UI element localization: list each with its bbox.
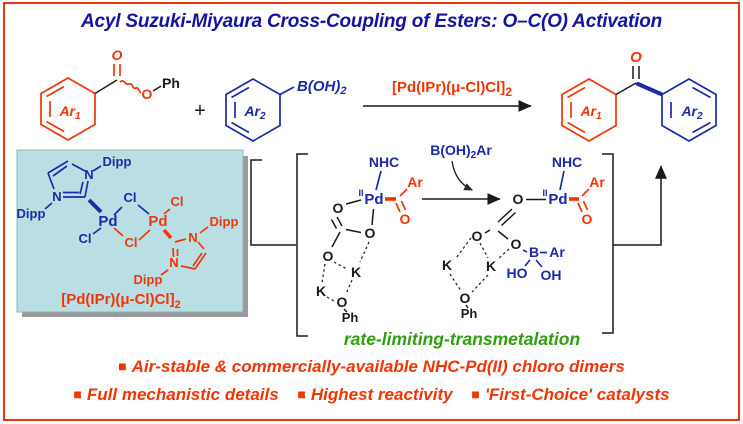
- o-atom: O: [460, 290, 471, 306]
- bullet-line-1: ■Air-stable & commercially-available NHC…: [0, 357, 743, 377]
- k-atom: K: [442, 257, 452, 273]
- ar-label: Ar: [407, 174, 423, 190]
- ar-label: Ar: [589, 174, 605, 190]
- ho-label: HO: [507, 265, 528, 281]
- oh-label: OH: [541, 267, 562, 283]
- bullet-marker: ■: [471, 386, 480, 402]
- o-atom: O: [400, 211, 411, 227]
- pd-chloride-core: Pd Cl Cl Cl Pd Cl: [79, 190, 184, 250]
- catalyst-over-arrow: [Pd(IPr)(μ-Cl)Cl]2: [392, 79, 512, 99]
- bracket-right: [602, 153, 614, 334]
- o-atom: O: [472, 228, 483, 244]
- o-atom: O: [323, 248, 334, 264]
- oxidation-state: II: [358, 188, 363, 198]
- page-border: [3, 2, 740, 421]
- bullet-text: Air-stable & commercially-available NHC-…: [131, 357, 625, 376]
- cl-bridge-atom: Cl: [125, 235, 138, 250]
- bullet-marker: ■: [118, 358, 127, 374]
- phenyl-label: Ph: [162, 75, 180, 91]
- dipp-label: Dipp: [103, 154, 132, 169]
- bracket-left: [296, 153, 308, 337]
- o-atom: O: [365, 225, 376, 241]
- cl-atom: Cl: [171, 194, 184, 209]
- catalyst-box-label: [Pd(IPr)(μ-Cl)Cl]2: [61, 291, 180, 311]
- page-title: Acyl Suzuki-Miyaura Cross-Coupling of Es…: [80, 11, 663, 32]
- o-atom: O: [582, 211, 593, 227]
- o-atom: O: [511, 236, 522, 252]
- cl-bridge-atom: Cl: [124, 190, 137, 205]
- ester-o: O: [142, 86, 153, 102]
- o-atom: O: [333, 200, 344, 216]
- dipp-label: Dipp: [210, 214, 239, 229]
- bullet-marker: ■: [297, 386, 306, 402]
- ester-structure: Ar1 O O Ph: [40, 47, 180, 141]
- catalyst-box-shadow-bottom: [22, 312, 248, 317]
- nhc-ligand-red: N N Dipp Dipp: [134, 214, 239, 287]
- dipp-label: Dipp: [17, 206, 46, 221]
- pd-atom: Pd: [548, 191, 567, 208]
- nhc-label: NHC: [369, 154, 399, 170]
- bullet-text: 'First-Choice' catalysts: [484, 385, 670, 404]
- boronic-group-label: B(OH)2: [297, 78, 346, 97]
- pd-atom: Pd: [98, 213, 117, 230]
- left-connector: [250, 159, 296, 246]
- nhc-ligand-blue: N N Dipp Dipp: [17, 154, 132, 221]
- k-atom: K: [316, 283, 326, 299]
- nitrogen-atom: N: [188, 230, 197, 245]
- bullet-text: Full mechanistic details: [86, 385, 279, 404]
- ar-label: Ar: [549, 244, 565, 260]
- pd-atom: Pd: [364, 191, 383, 208]
- mechanism: B(OH)2Ar NHC II Pd Ar O O O: [250, 142, 667, 349]
- k-atom: K: [351, 264, 361, 280]
- bullet-line-2: ■Full mechanistic details ■Highest react…: [0, 385, 743, 405]
- nitrogen-atom: N: [84, 167, 93, 182]
- right-complex: NHC II Pd O Ar O O O B: [442, 154, 605, 321]
- plus-sign: +: [194, 100, 206, 122]
- product-structure: Ar1 O Ar2: [561, 49, 717, 142]
- ph-label: Ph: [461, 306, 478, 321]
- nhc-label: NHC: [552, 154, 582, 170]
- oxidation-state: II: [542, 188, 547, 198]
- aryl1-label: Ar1: [58, 103, 81, 122]
- curved-arrow: [451, 160, 474, 191]
- ph-label: Ph: [342, 310, 359, 325]
- product-aryl2-label: Ar2: [680, 103, 703, 122]
- cl-atom: Cl: [79, 231, 92, 246]
- ester-carbonyl-o: O: [112, 47, 123, 63]
- catalyst-box-shadow: [243, 156, 248, 317]
- b-atom: B: [529, 244, 539, 260]
- pd-atom: Pd: [148, 213, 167, 230]
- bullet-marker: ■: [73, 386, 82, 402]
- aryl2-label: Ar2: [243, 103, 266, 122]
- boronic-acid-structure: Ar2 B(OH)2: [225, 78, 346, 142]
- catalyst-box-background: [16, 149, 244, 313]
- dipp-label: Dipp: [134, 272, 163, 287]
- right-connector: [613, 165, 667, 246]
- o-atom: O: [513, 191, 524, 207]
- product-aryl1-label: Ar1: [579, 103, 602, 122]
- o-atom: O: [337, 294, 348, 310]
- catalyst-box: N N Dipp Dipp Pd Cl Cl Cl Pd: [16, 149, 248, 317]
- reaction-scheme: Ar1 O O Ph + Ar2 B(OH)2: [40, 47, 717, 142]
- nitrogen-atom: N: [169, 255, 178, 270]
- squiggle-bond: [119, 80, 142, 94]
- nitrogen-atom: N: [52, 189, 61, 204]
- k-atom: K: [486, 258, 496, 274]
- transmetalation-caption: rate-limiting-transmetalation: [344, 329, 580, 349]
- reaction-arrow: [Pd(IPr)(μ-Cl)Cl]2: [363, 79, 532, 112]
- product-carbonyl-o: O: [630, 49, 642, 66]
- bullet-text: Highest reactivity: [310, 385, 453, 404]
- reagent-label: B(OH)2Ar: [430, 142, 492, 161]
- left-complex: NHC II Pd Ar O O O O: [316, 154, 423, 325]
